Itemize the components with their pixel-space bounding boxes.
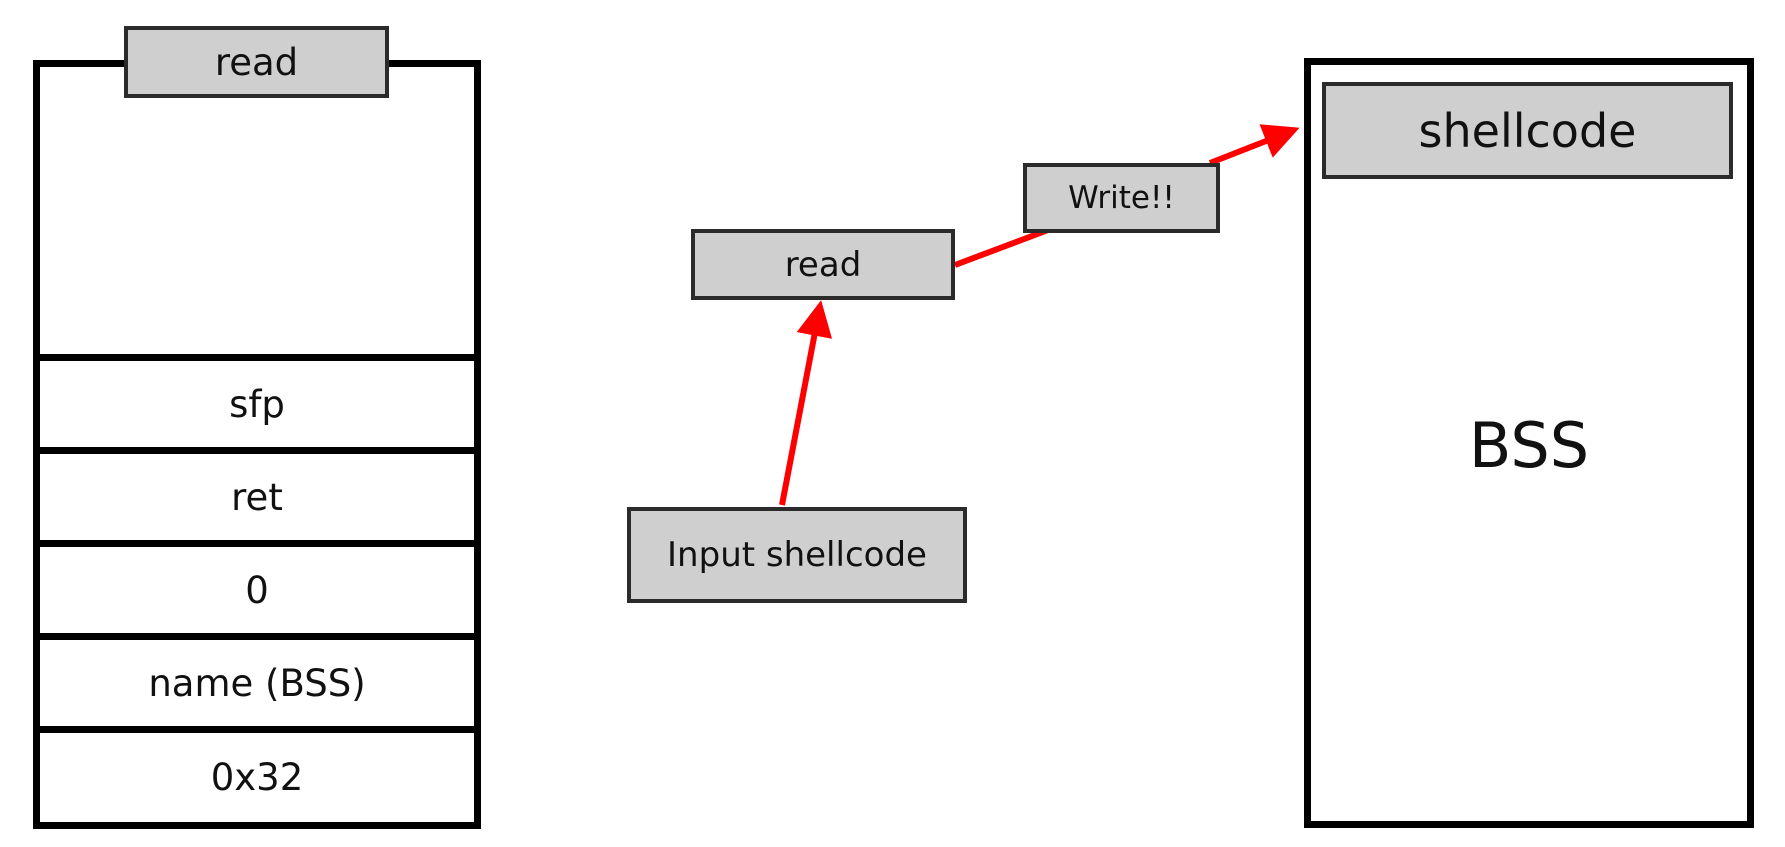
arrow-input-to-read: [779, 300, 833, 506]
stack-divider: [33, 540, 481, 547]
stack-cell-ret: ret: [231, 475, 283, 519]
bss-frame: [1304, 58, 1754, 828]
stack-frame: [33, 60, 481, 829]
stack-cell-name-bss: name (BSS): [148, 661, 366, 705]
write-label: Write!!: [1023, 163, 1220, 233]
stack-read-label: read: [124, 26, 389, 98]
stack-cell-size: 0x32: [210, 756, 304, 799]
stack-divider: [33, 447, 481, 454]
bss-shellcode-label: shellcode: [1322, 82, 1733, 179]
stack-cell-zero: 0: [245, 568, 269, 612]
read-call-label: read: [691, 229, 955, 300]
arrow-read-to-write: [953, 227, 1050, 268]
stack-cell-sfp: sfp: [229, 382, 285, 426]
stack-divider: [33, 633, 481, 640]
bss-section-label: BSS: [1468, 408, 1590, 482]
arrow-write-to-bss: [1208, 124, 1300, 166]
input-shellcode-label: Input shellcode: [627, 507, 967, 603]
stack-divider: [33, 354, 481, 361]
stack-divider: [33, 726, 481, 733]
